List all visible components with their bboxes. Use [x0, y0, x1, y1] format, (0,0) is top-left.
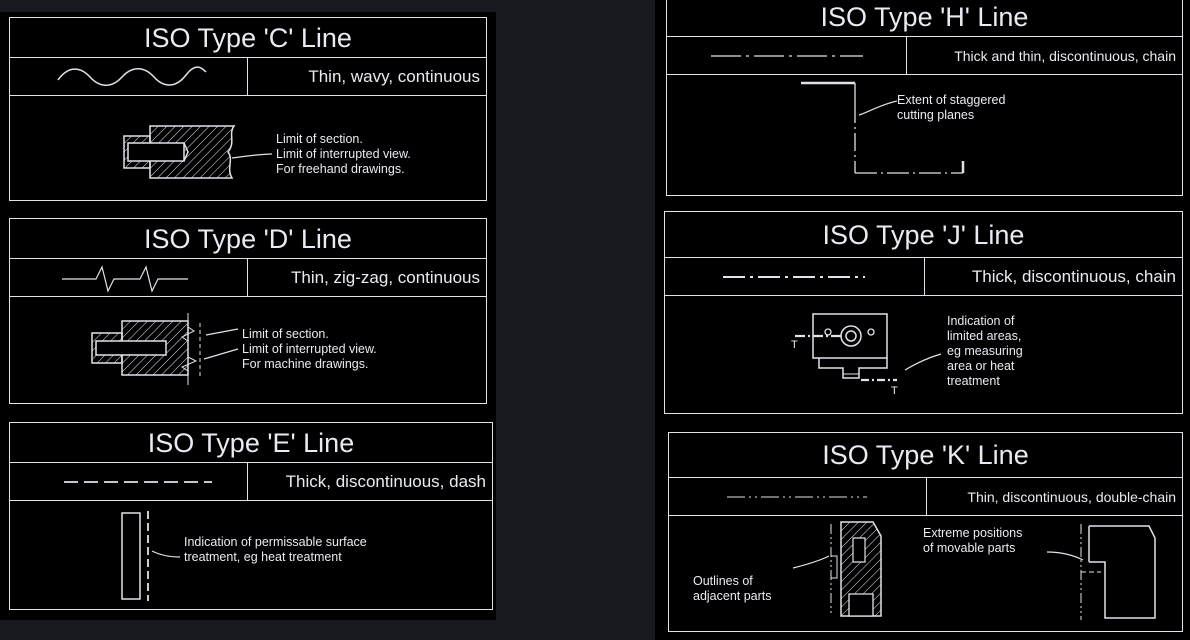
line-sample [665, 258, 925, 295]
line-sample [669, 478, 927, 515]
line-sample-row: Thin, discontinuous, double-chain [669, 478, 1182, 516]
zigzag-line-icon [10, 259, 248, 297]
usage-note-movable: Extreme positions of movable parts [923, 526, 1023, 555]
line-description: Thick, discontinuous, chain [971, 266, 1176, 286]
usage-note-adjacent: Outlines of adjacent parts [693, 574, 772, 603]
measurement-marker: T [891, 385, 898, 397]
card-type-d: ISO Type 'D' Line Thin, zig-zag, continu… [9, 218, 487, 404]
card-title: ISO Type 'J' Line [665, 212, 1182, 258]
line-sample [10, 463, 248, 500]
dash-line-icon [10, 463, 248, 501]
chain-line-icon [667, 37, 907, 75]
line-sample [10, 58, 248, 95]
card-type-h: ISO Type 'H' Line Thick and thin, discon… [666, 0, 1183, 196]
leader-line [10, 297, 488, 403]
line-sample [667, 37, 907, 74]
measurement-marker: T [791, 339, 798, 351]
leader-line [10, 96, 488, 200]
adjacent-parts-drawing-icon [669, 516, 1184, 631]
usage-note: Extent of staggered cutting planes [897, 93, 1006, 122]
line-description: Thin, discontinuous, double-chain [967, 488, 1176, 505]
card-type-k: ISO Type 'K' Line Thin, discontinuous, d… [668, 432, 1183, 632]
cutting-plane-drawing-icon [667, 75, 1184, 197]
section-drawing-icon [10, 297, 230, 403]
line-sample-row: Thin, zig-zag, continuous [10, 259, 486, 297]
card-type-e: ISO Type 'E' Line Thick, discontinuous, … [9, 422, 493, 610]
line-description: Thick and thin, discontinuous, chain [954, 47, 1176, 64]
line-description: Thin, zig-zag, continuous [291, 267, 480, 287]
line-description: Thin, wavy, continuous [308, 66, 480, 86]
line-sample-row: Thick and thin, discontinuous, chain [667, 37, 1182, 75]
example-area: T T Indication of limited areas, eg meas… [665, 296, 1182, 413]
line-sample-row: Thin, wavy, continuous [10, 58, 486, 96]
card-title: ISO Type 'E' Line [10, 423, 492, 463]
card-title: ISO Type 'H' Line [667, 0, 1182, 37]
left-panel [0, 12, 496, 620]
section-drawing-icon [10, 96, 210, 200]
card-title: ISO Type 'D' Line [10, 219, 486, 259]
line-sample-row: Thick, discontinuous, dash [10, 463, 492, 501]
right-panel [655, 0, 1190, 640]
double-chain-line-icon [669, 478, 927, 516]
thick-chain-line-icon [665, 258, 925, 296]
example-area: Extent of staggered cutting planes [667, 75, 1182, 195]
example-area: Outlines of adjacent parts Extreme posit… [669, 516, 1182, 631]
leader-line [10, 501, 494, 609]
example-area: Indication of permissable surface treatm… [10, 501, 492, 609]
usage-note: Limit of section. Limit of interrupted v… [242, 327, 377, 371]
card-title: ISO Type 'C' Line [10, 18, 486, 58]
example-area: Limit of section. Limit of interrupted v… [10, 96, 486, 200]
example-area: Limit of section. Limit of interrupted v… [10, 297, 486, 403]
line-description: Thick, discontinuous, dash [285, 471, 486, 491]
card-type-j: ISO Type 'J' Line Thick, discontinuous, … [664, 211, 1183, 414]
line-sample [10, 259, 248, 296]
usage-note: Indication of permissable surface treatm… [184, 535, 367, 564]
wavy-line-icon [10, 58, 248, 96]
limited-area-drawing-icon [665, 296, 1184, 413]
card-type-c: ISO Type 'C' Line Thin, wavy, continuous… [9, 17, 487, 201]
usage-note: Indication of limited areas, eg measurin… [947, 314, 1023, 388]
line-sample-row: Thick, discontinuous, chain [665, 258, 1182, 296]
card-title: ISO Type 'K' Line [669, 433, 1182, 478]
surface-treatment-drawing-icon [10, 501, 170, 609]
usage-note: Limit of section. Limit of interrupted v… [276, 132, 411, 176]
